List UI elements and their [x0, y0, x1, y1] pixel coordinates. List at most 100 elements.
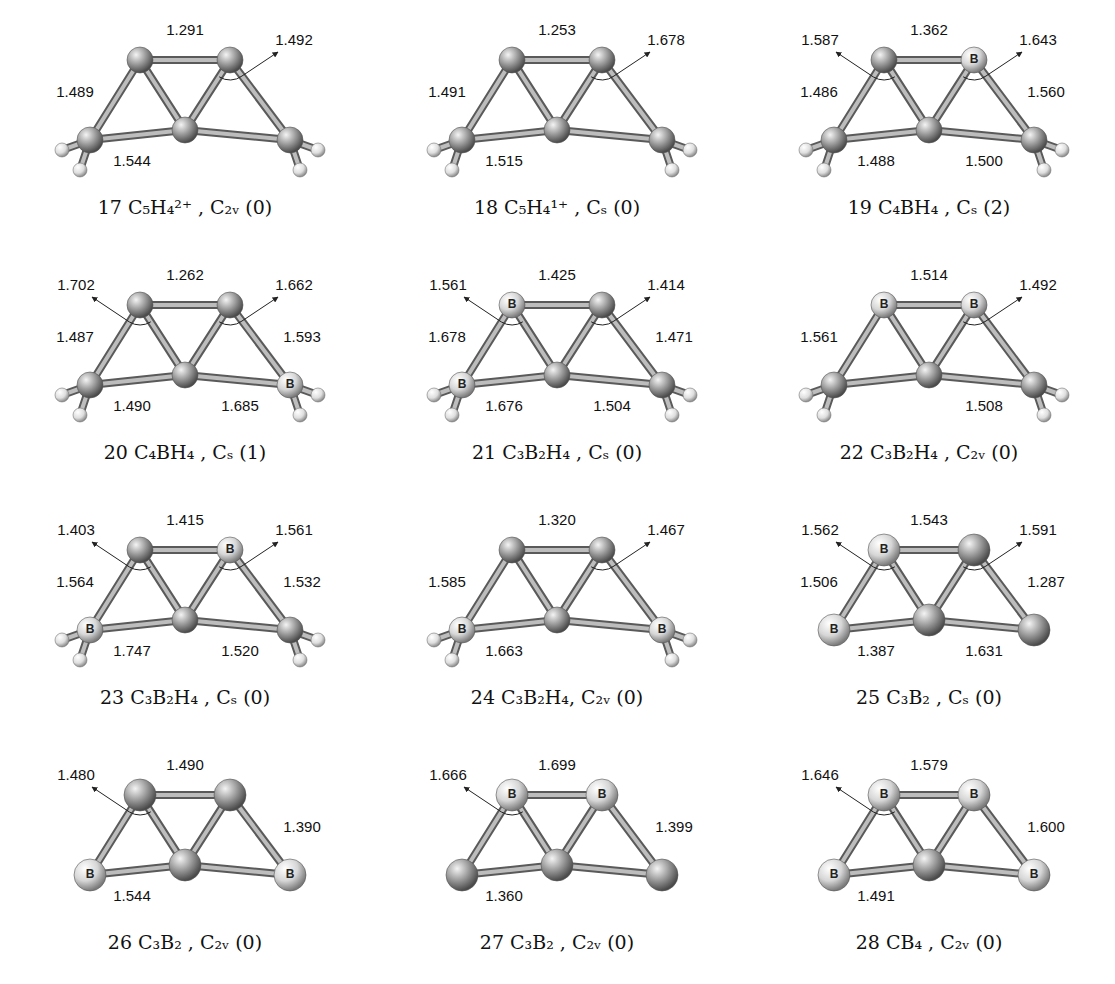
boron-atom	[77, 617, 103, 643]
bond-stick	[512, 546, 602, 554]
bond-length: 1.488	[856, 153, 896, 170]
atom-label: B	[1030, 868, 1039, 881]
angle-leader	[464, 297, 501, 322]
hydrogen-atom	[293, 653, 307, 667]
bond-stick	[929, 375, 1034, 385]
bond-stick	[185, 130, 290, 140]
atom-label: B	[658, 623, 667, 636]
angle-leader	[242, 297, 278, 321]
carbon-atom	[172, 607, 198, 633]
bond-stick	[462, 60, 512, 140]
hydrogen-atom	[427, 388, 441, 402]
bond-length: 1.646	[800, 767, 840, 784]
caption: 23 C₃B₂H₄ , Cₛ (0)	[100, 687, 270, 708]
hydrogen-atom	[665, 653, 679, 667]
bond-stick	[974, 60, 1034, 140]
caption: 21 C₃B₂H₄ , Cₛ (0)	[472, 442, 642, 463]
atom-label: B	[86, 868, 95, 881]
bond-length: 1.390	[282, 819, 322, 836]
carbon-atom	[916, 362, 942, 388]
angle-arc	[129, 322, 150, 325]
bond-length: 1.362	[909, 22, 949, 39]
hydrogen-atom	[293, 408, 307, 422]
bond-stick	[557, 130, 662, 140]
bond-length: 1.467	[646, 522, 686, 539]
caption: 17 C₅H₄²⁺ , C₂ᵥ (0)	[98, 197, 273, 218]
carbon-atom	[499, 537, 525, 563]
angle-arc	[873, 812, 894, 815]
bond-length: 1.291	[165, 22, 205, 39]
bond-stick	[557, 620, 662, 630]
bond-stick	[90, 375, 185, 385]
atom-label: B	[598, 788, 607, 801]
bond-length: 1.253	[537, 22, 577, 39]
atom-label: B	[508, 298, 517, 311]
hydrogen-atom	[445, 408, 459, 422]
carbon-atom	[1021, 127, 1047, 153]
carbon-atom	[821, 372, 847, 398]
bond-stick	[512, 58, 602, 62]
boron-atom	[818, 859, 850, 891]
bond-stick	[834, 130, 929, 140]
carbon-atom	[913, 604, 945, 636]
bond-stick	[557, 375, 662, 385]
carbon-atom	[127, 292, 153, 318]
boron-atom	[499, 292, 525, 318]
bond-stick	[140, 303, 230, 307]
hydrogen-atom	[427, 633, 441, 647]
carbon-atom	[871, 47, 897, 73]
bond-length: 1.678	[646, 32, 686, 49]
bond-length: 1.585	[427, 574, 467, 591]
angle-arc	[963, 321, 986, 325]
angle-arc	[501, 322, 522, 325]
caption: 22 C₃B₂H₄ , C₂ᵥ (0)	[840, 442, 1018, 463]
bond-stick	[462, 375, 557, 385]
angle-leader	[92, 542, 129, 567]
angle-arc	[873, 77, 894, 80]
angle-leader	[986, 52, 1022, 76]
atom-label: B	[830, 868, 839, 881]
bond-stick	[462, 620, 557, 630]
bond-stick	[834, 375, 929, 385]
atom-label: B	[880, 788, 889, 801]
hydrogen-atom	[73, 163, 87, 177]
carbon-atom	[1021, 372, 1047, 398]
hydrogen-atom	[683, 388, 697, 402]
bond-stick	[462, 550, 512, 630]
bond-stick	[834, 305, 884, 385]
bond-length: 1.532	[282, 574, 322, 591]
carbon-atom	[277, 127, 303, 153]
bond-stick	[884, 301, 974, 309]
bond-length: 1.593	[282, 329, 322, 346]
bond-stick	[884, 58, 974, 62]
bond-length: 1.520	[220, 643, 260, 660]
bond-length: 1.678	[427, 329, 467, 346]
carbon-atom	[913, 849, 945, 881]
hydrogen-atom	[1055, 388, 1069, 402]
bond-length: 1.486	[799, 84, 839, 101]
bond-stick	[462, 550, 512, 630]
bond-length: 1.515	[484, 153, 524, 170]
bond-length: 1.561	[799, 329, 839, 346]
atom-label: B	[226, 543, 235, 556]
angle-leader	[836, 787, 873, 812]
bond-stick	[462, 305, 512, 385]
hydrogen-atom	[311, 143, 325, 157]
bond-stick	[512, 301, 602, 309]
bond-stick	[602, 60, 662, 140]
bond-stick	[929, 130, 1034, 140]
carbon-atom	[589, 537, 615, 563]
atom-label: B	[86, 623, 95, 636]
bond-length: 1.480	[56, 767, 96, 784]
atom-label: B	[830, 623, 839, 636]
bond-stick	[140, 546, 230, 554]
bond-length: 1.561	[274, 522, 314, 539]
bond-length: 1.543	[909, 512, 949, 529]
hydrogen-atom	[311, 633, 325, 647]
bond-stick	[230, 60, 290, 140]
bond-stick	[90, 620, 185, 630]
caption: 19 C₄BH₄ , Cₛ (2)	[848, 197, 1011, 218]
angle-leader	[986, 297, 1022, 321]
hydrogen-atom	[293, 163, 307, 177]
